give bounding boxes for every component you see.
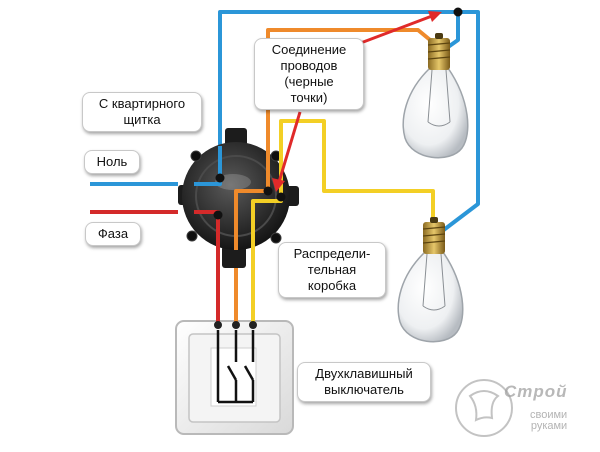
watermark-brand: Строй <box>504 382 568 401</box>
switch-contacts <box>216 330 255 404</box>
from-panel-label: С квартирного щитка <box>82 92 202 132</box>
double-switch-label: Двухклавишный выключатель <box>297 362 431 402</box>
distribution-box-label: Распредели- тельная коробка <box>278 242 386 298</box>
connection-dots <box>213 7 463 220</box>
connection-note-label: Соединение проводов (черные точки) <box>254 38 364 110</box>
arrows <box>272 11 442 192</box>
watermark-logo <box>455 379 513 437</box>
light-bulb-bottom <box>397 217 464 343</box>
light-bulb-top <box>402 33 469 159</box>
phase-label: Фаза <box>85 222 141 246</box>
watermark: Строй своими руками <box>452 376 592 440</box>
neutral-label: Ноль <box>84 150 140 174</box>
watermark-tagline: своими руками <box>530 409 568 432</box>
switch-terminals <box>214 321 257 329</box>
